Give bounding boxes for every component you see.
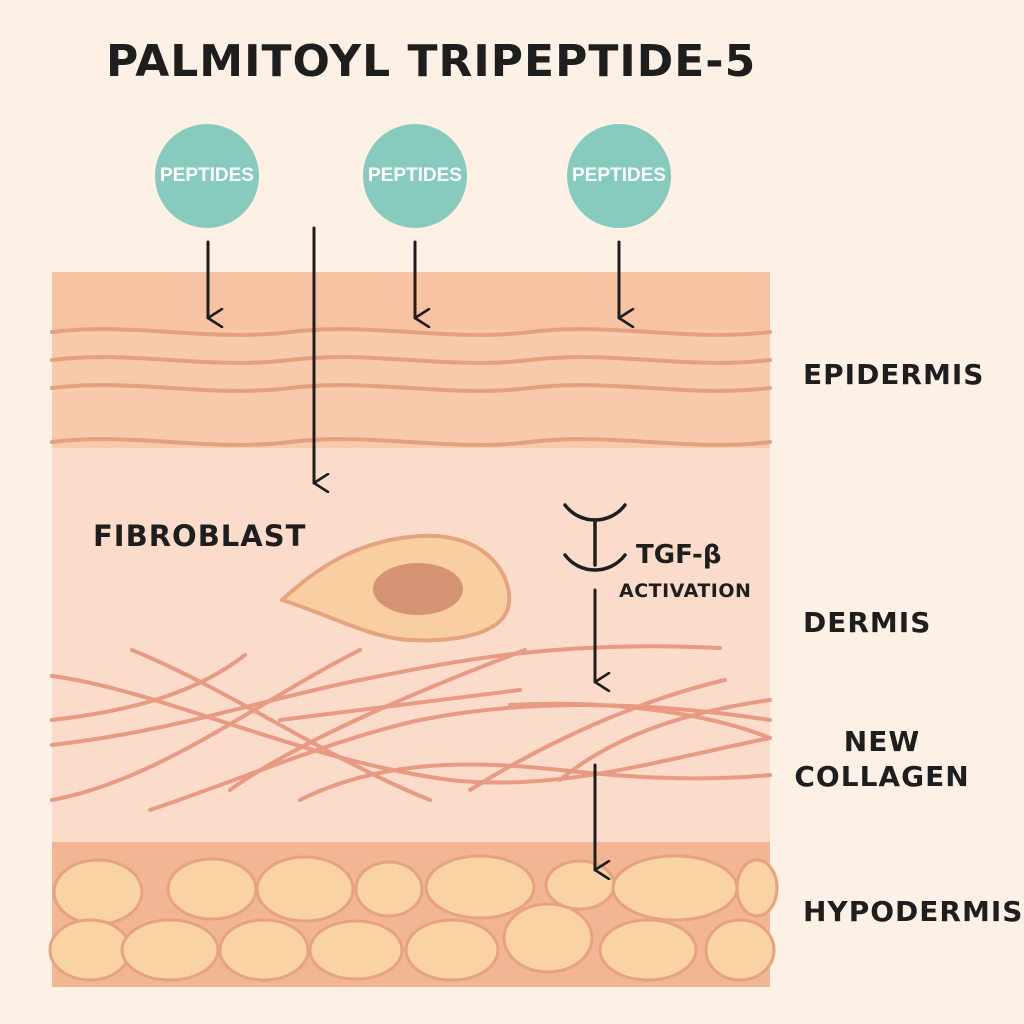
new-collagen-line1: NEW [843,725,921,758]
page-title: PALMITOYL TRIPEPTIDE-5 [106,36,757,87]
dermis-label: DERMIS [803,606,932,639]
peptide-bubble-3: PEPTIDES [567,124,671,228]
tgf-beta-label: TGF-β [636,540,722,570]
peptide-arrows [206,226,619,870]
tgf-receptor-icon [563,503,627,572]
peptide-bubble-1: PEPTIDES [155,124,259,228]
hypodermis-label: HYPODERMIS [803,895,1024,928]
tgf-activation-label: ACTIVATION [619,580,752,602]
fibroblast-label: FIBROBLAST [93,519,307,553]
peptide-bubble-2: PEPTIDES [363,124,467,228]
new-collagen-line2: COLLAGEN [794,760,970,793]
new-collagen-label: NEW COLLAGEN [790,725,974,793]
epidermis-top-band [52,272,770,330]
epidermis-label: EPIDERMIS [803,358,985,391]
epidermis-wavy-lines [50,327,772,447]
collagen-fibers [50,644,772,812]
fibroblast-cell [280,533,512,643]
fibroblast-nucleus [373,563,463,615]
